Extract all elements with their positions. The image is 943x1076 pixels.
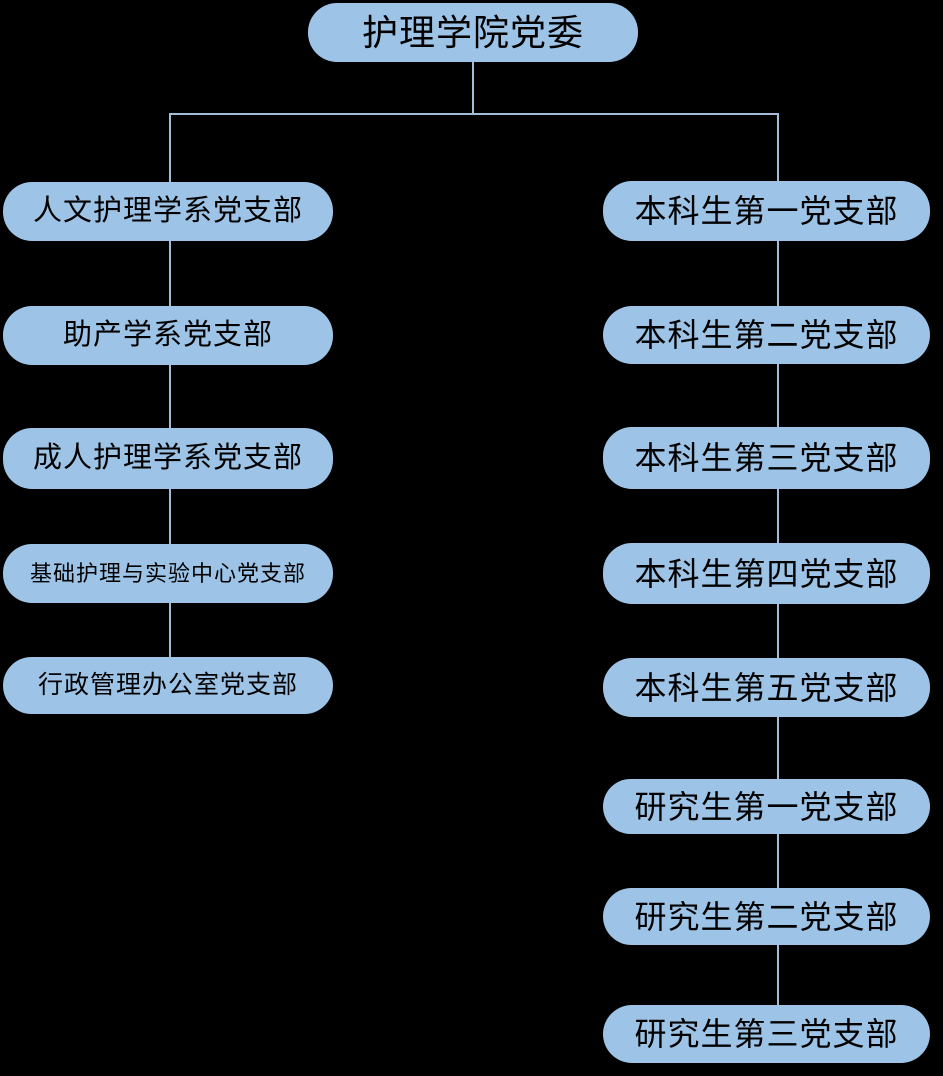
connector-left-column-rail (169, 113, 171, 659)
org-node-root: 护理学院党委 (308, 3, 638, 62)
org-node-right-undergrad-4: 本科生第四党支部 (603, 543, 930, 604)
org-node-left-midwifery: 助产学系党支部 (3, 306, 333, 365)
org-node-right-grad-3: 研究生第三党支部 (603, 1005, 930, 1063)
org-node-right-undergrad-2: 本科生第二党支部 (603, 306, 930, 364)
connector-horizontal-bar (169, 113, 779, 115)
org-node-left-basic-nursing-lab-center: 基础护理与实验中心党支部 (3, 544, 333, 603)
org-node-left-adult-nursing: 成人护理学系党支部 (3, 428, 333, 489)
org-node-right-grad-2: 研究生第二党支部 (603, 888, 930, 945)
org-node-left-humanities-nursing: 人文护理学系党支部 (3, 182, 333, 241)
connector-root-stem (472, 61, 474, 114)
org-node-right-undergrad-3: 本科生第三党支部 (603, 427, 930, 489)
org-node-right-grad-1: 研究生第一党支部 (603, 779, 930, 834)
org-node-left-admin-office: 行政管理办公室党支部 (3, 657, 333, 714)
org-node-right-undergrad-1: 本科生第一党支部 (603, 181, 930, 241)
org-node-right-undergrad-5: 本科生第五党支部 (603, 658, 930, 717)
